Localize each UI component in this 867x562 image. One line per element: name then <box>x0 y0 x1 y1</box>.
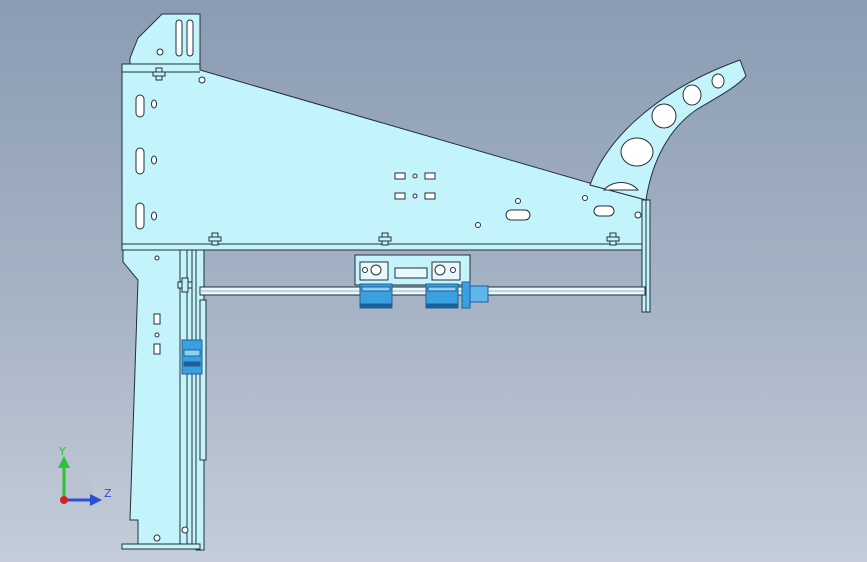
arm-holes <box>602 73 725 191</box>
triad-y-arrow <box>58 456 70 468</box>
post-bolt <box>177 277 193 293</box>
linear-bearing-left[interactable] <box>359 283 393 309</box>
triad-y-label: Y <box>58 445 66 458</box>
vertical-post[interactable] <box>121 247 207 551</box>
plate-holes <box>135 76 642 230</box>
triad-origin <box>60 496 68 504</box>
triad-z-arrow <box>90 494 102 506</box>
end-flange[interactable] <box>641 199 651 313</box>
curved-arm[interactable] <box>589 59 747 201</box>
carriage-plate[interactable] <box>354 254 471 286</box>
triad-z-label: Z <box>104 487 112 500</box>
coordinate-triad: Y Z <box>58 445 112 506</box>
linear-shaft[interactable] <box>199 286 646 296</box>
post-slots <box>153 255 189 542</box>
post-clamp[interactable] <box>181 339 203 375</box>
shaft-collar[interactable] <box>461 281 489 309</box>
top-ear-plate[interactable] <box>129 13 201 69</box>
linear-bearing-right[interactable] <box>425 283 459 309</box>
plate-bolts <box>152 67 620 246</box>
main-side-plate[interactable] <box>121 63 651 251</box>
